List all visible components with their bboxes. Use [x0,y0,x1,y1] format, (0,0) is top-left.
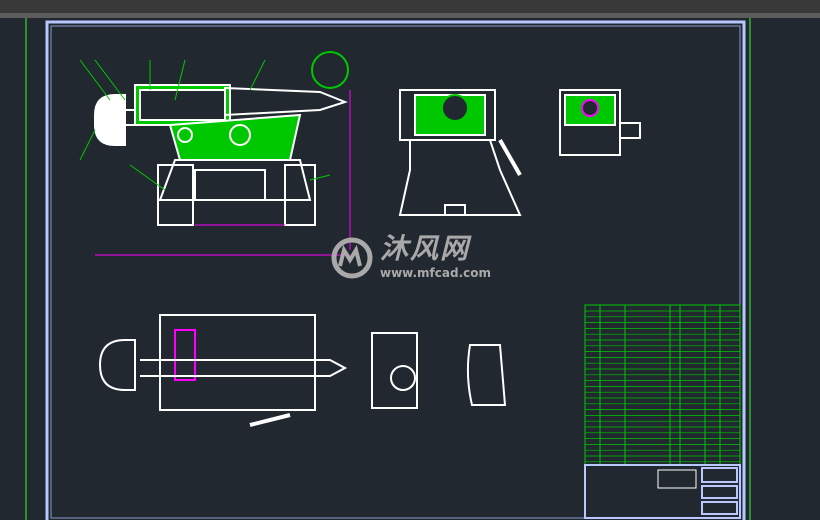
front-view [94,51,349,226]
detail-view-a [559,89,641,156]
model-space-bounds [25,18,751,520]
watermark-name: 沐风网 [380,232,471,265]
section-views [371,332,507,409]
front-view-dimensions [95,90,351,256]
toolbar [0,0,820,13]
title-block [584,464,741,519]
top-view [98,314,348,427]
leader-lines [79,59,331,191]
parts-list-rows [585,310,740,463]
watermark: 沐风网 www.mfcad.com [330,234,530,282]
drawing-frame [45,20,746,520]
parts-list-table [584,304,741,466]
cad-drawing-canvas[interactable] [0,18,820,520]
watermark-logo-icon [331,237,373,279]
tab-strip [0,13,820,18]
watermark-url: www.mfcad.com [380,266,491,280]
side-view [398,89,522,216]
